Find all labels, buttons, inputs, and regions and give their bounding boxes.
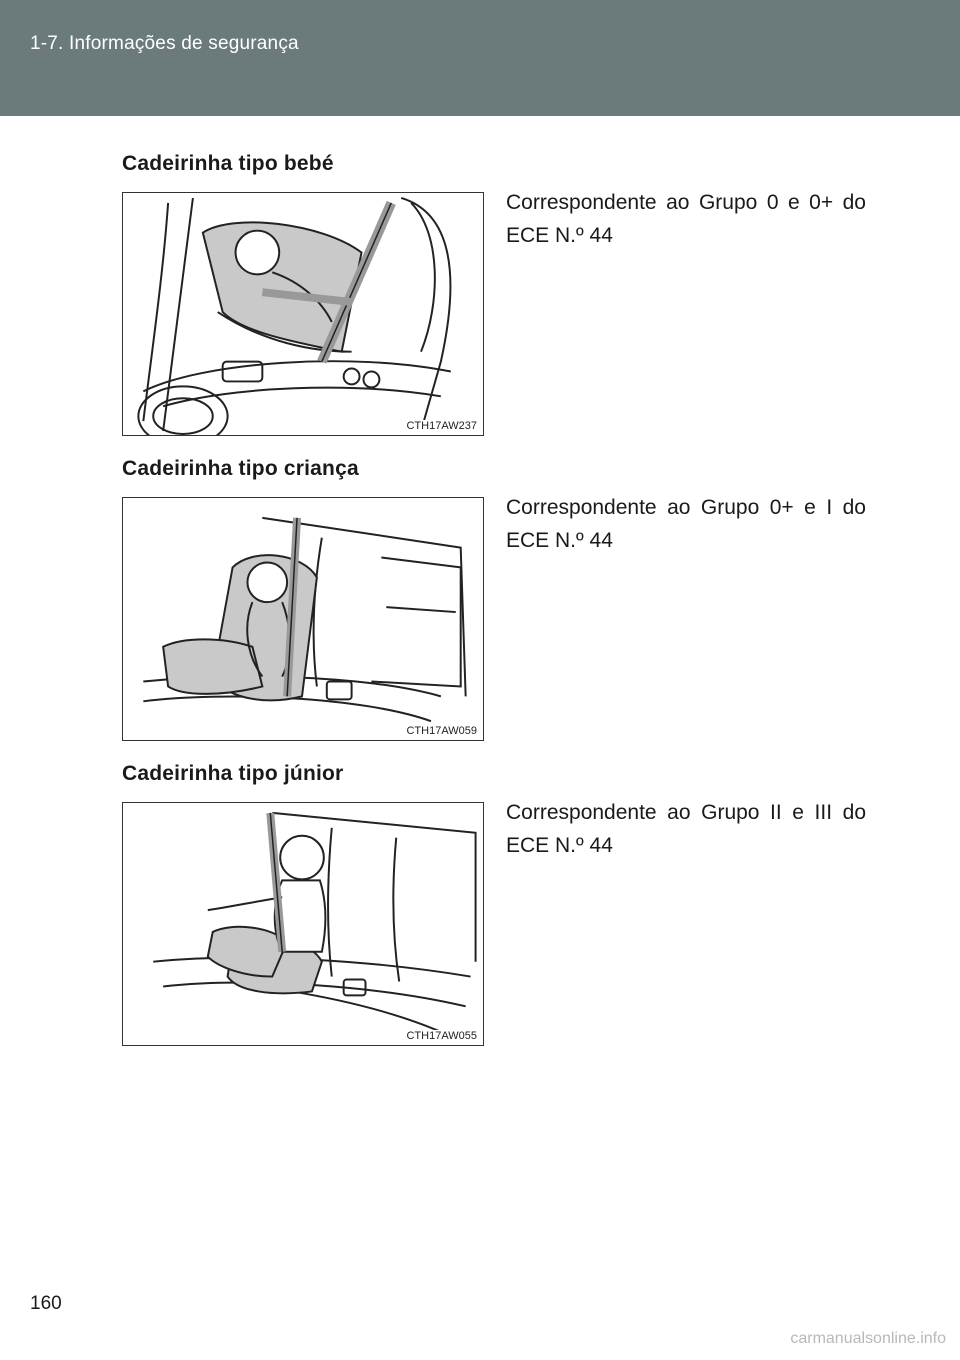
section-description: Correspondente ao Grupo 0 e 0+ do ECE N.…: [506, 191, 866, 247]
child-seat-illustration: CTH17AW059: [122, 497, 484, 741]
junior-seat-drawing: [153, 811, 477, 1042]
junior-seat-illustration: CTH17AW055: [122, 802, 484, 1046]
page-header: 1-7. Informações de segurança: [0, 0, 960, 116]
figure-code: CTH17AW059: [404, 725, 479, 737]
section-heading-junior-seat: Cadeirinha tipo júnior: [122, 762, 344, 785]
section-heading-child-seat: Cadeirinha tipo criança: [122, 457, 359, 480]
watermark: carmanualsonline.info: [790, 1330, 946, 1347]
section-heading-infant-seat: Cadeirinha tipo bebé: [122, 152, 334, 175]
figure-code: CTH17AW237: [404, 420, 479, 432]
child-seat-drawing: [143, 516, 467, 723]
infant-seat-drawing: [137, 197, 452, 435]
infant-seat-illustration: CTH17AW237: [122, 192, 484, 436]
page-number: 160: [30, 1293, 62, 1314]
header-title: 1-7. Informações de segurança: [30, 33, 299, 54]
section-description: Correspondente ao Grupo 0+ e I do ECE N.…: [506, 496, 866, 552]
section-description: Correspondente ao Grupo II e III do ECE …: [506, 801, 866, 857]
figure-code: CTH17AW055: [404, 1030, 479, 1042]
